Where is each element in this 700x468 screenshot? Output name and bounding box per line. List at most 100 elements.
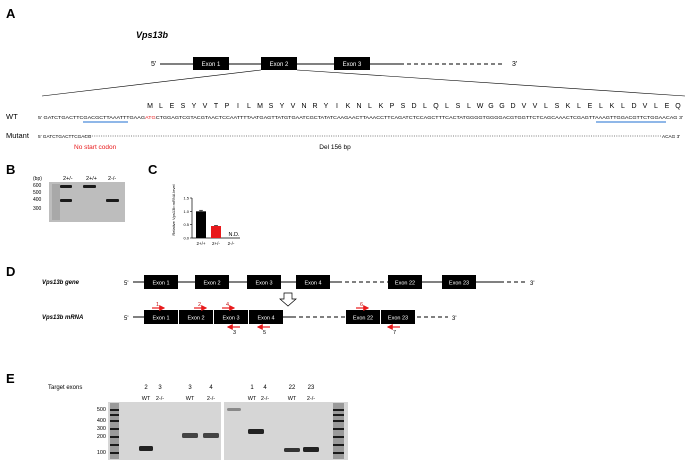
amino-acid: T <box>214 103 219 110</box>
band-b1 <box>60 185 72 188</box>
exon-3-label: Exon 3 <box>343 62 362 68</box>
wt-label: WT <box>6 112 18 121</box>
deletion-label: Del 156 bp <box>319 144 351 151</box>
gene-exon-box <box>247 275 281 289</box>
band-b3 <box>83 185 96 188</box>
five-prime-d: 5' <box>124 281 128 287</box>
mrna-exon-label: Exon 4 <box>257 316 274 322</box>
band-b2 <box>60 199 72 202</box>
band-b4 <box>106 199 119 202</box>
gene-exon-box <box>296 275 330 289</box>
amino-acid: K <box>346 103 351 110</box>
amino-acid: D <box>631 103 636 110</box>
gel-band <box>284 448 300 452</box>
gel-band <box>203 433 219 438</box>
amino-acid: K <box>566 103 571 110</box>
gel-ladder-band <box>333 409 344 411</box>
amino-acid: Y <box>280 103 285 110</box>
target-exon-number: 4 <box>209 385 213 391</box>
gel-ladder-band <box>333 414 344 416</box>
x-tick-label: 2-/- <box>228 241 235 246</box>
gel-ladder-band <box>110 444 119 446</box>
amino-acid: E <box>665 103 670 110</box>
y-tick-label: 1.0 <box>183 209 189 214</box>
panel-label-a: A <box>6 6 16 21</box>
target-exon-number: 4 <box>263 385 267 391</box>
gene-label-d: Vps13b gene <box>42 280 80 286</box>
amino-acid: S <box>456 103 461 110</box>
bar <box>211 226 221 238</box>
target-exon-number: 3 <box>158 385 162 391</box>
amino-acid: V <box>203 103 208 110</box>
amino-acid: L <box>423 103 427 110</box>
mrna-exon-box <box>214 310 248 324</box>
amino-acid: Q <box>675 103 681 110</box>
down-arrow-icon <box>279 292 297 307</box>
panel-label-b: B <box>6 162 15 177</box>
mrna-exon-box <box>144 310 178 324</box>
bp-label: (bp) <box>33 176 42 182</box>
amino-acid: K <box>610 103 615 110</box>
three-prime-d: 3' <box>530 281 534 287</box>
gel-lane-label: 2-/- <box>207 396 215 402</box>
mrna-exon-box <box>346 310 380 324</box>
mrna-exon-label: Exon 3 <box>222 316 239 322</box>
amino-acid: D <box>510 103 515 110</box>
lane-label-het: 2+/- <box>63 176 73 182</box>
gel-ladder-band <box>333 428 344 430</box>
gel-ladder-band <box>110 409 119 411</box>
amino-acid: V <box>643 103 648 110</box>
amino-acid: L <box>599 103 603 110</box>
amino-acid: V <box>291 103 296 110</box>
panel-c: C Relative Vps13b mRNA level 0.00.51.01.… <box>148 162 240 246</box>
amino-acid: I <box>336 103 338 110</box>
gene-exon-box <box>144 275 178 289</box>
gel-ladder-lane <box>333 403 344 459</box>
x-tick-label: 2+/- <box>212 241 220 246</box>
gene-exon-label: Exon 3 <box>255 281 272 287</box>
amino-acid: D <box>411 103 416 110</box>
lane-label-wt: 2+/+ <box>86 176 97 182</box>
gel-b-ladder <box>52 184 60 220</box>
amino-acid: M <box>147 103 153 110</box>
amino-acid: I <box>237 103 239 110</box>
gene-exon-label: Exon 22 <box>395 281 415 287</box>
gene-title: Vps13b <box>136 30 169 40</box>
target-exon-number: 2 <box>144 385 148 391</box>
mrna-exon-box <box>249 310 283 324</box>
gel-ladder-band <box>110 420 119 422</box>
no-start-codon-label: No start codon <box>74 144 117 151</box>
amino-acid: V <box>522 103 527 110</box>
three-prime-label: 3' <box>512 61 517 68</box>
primer-label: 6 <box>360 302 363 308</box>
bar-chart: 0.00.51.01.52+/+2+/-N.D.2-/- <box>183 196 240 246</box>
primer-label: 4 <box>226 302 229 308</box>
gel-e-bands <box>110 403 344 459</box>
five-prime-label: 5' <box>151 61 156 68</box>
mrna-exon-box <box>179 310 213 324</box>
gel-e-left <box>108 402 221 460</box>
y-tick-label: 0.0 <box>183 236 189 241</box>
gene-exon-box <box>195 275 229 289</box>
target-exon-number: 23 <box>308 385 315 391</box>
exon-3-box <box>334 57 370 70</box>
amino-acid: Y <box>192 103 197 110</box>
amino-acid: Y <box>324 103 329 110</box>
amino-acid: W <box>477 103 484 110</box>
gel-ladder-label: 500 <box>97 407 106 413</box>
ladder-600: 600 <box>33 183 42 189</box>
gel-lane-label: WT <box>186 396 195 402</box>
panel-b: B (bp) 2+/- 2+/+ 2-/- 600 500 400 300 <box>6 162 125 222</box>
amino-acid: S <box>401 103 406 110</box>
bar <box>196 211 206 238</box>
gel-ladder-label: 400 <box>97 418 106 424</box>
amino-acid: E <box>170 103 175 110</box>
exon-2-label: Exon 2 <box>270 62 289 68</box>
